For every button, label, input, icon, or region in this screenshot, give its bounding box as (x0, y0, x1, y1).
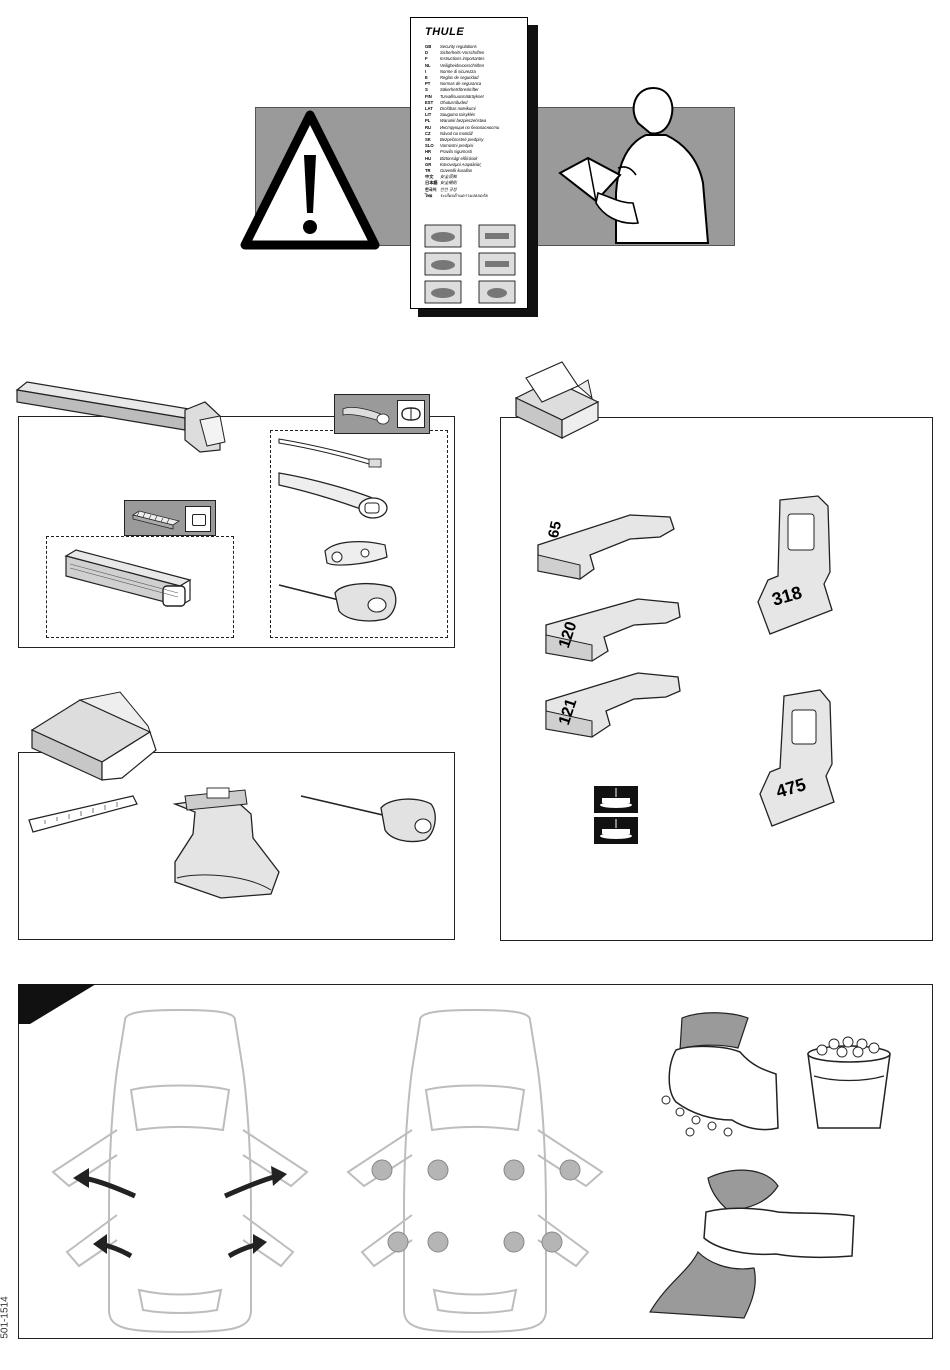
bucket-icon (807, 1036, 891, 1129)
language-row: 日本語安全規則 (425, 180, 457, 186)
kit-panel (500, 417, 933, 941)
booklet-brand: THULE (425, 26, 465, 38)
kit-box-illustration (514, 361, 600, 439)
foot-pack-parts-illustration (28, 787, 436, 899)
car-doors-open-illustration (51, 1008, 309, 1334)
car-mounting-points-illustration (346, 1008, 604, 1334)
foot-pack-box-illustration (30, 691, 157, 781)
square-bar-thumb (132, 510, 180, 530)
aero-bar-badge (334, 394, 430, 434)
booklet-thumbnails (424, 224, 516, 304)
adapter-pads-illustration (537, 514, 681, 738)
square-bar-illustration (64, 549, 192, 608)
language-row: 中文安全须知 (425, 174, 457, 180)
aero-bar-parts-illustration (278, 438, 397, 622)
document-number: 501-1514 (0, 1296, 11, 1339)
sticker-labels-illustration (594, 786, 638, 844)
cleaning-hands-illustration (661, 1012, 779, 1137)
aero-profile-icon (397, 400, 425, 428)
preparation-panel (18, 984, 933, 1339)
square-profile-icon (185, 506, 211, 532)
language-row: ไทยระเบียบด้านความปลอดภัย (425, 192, 488, 198)
clips-illustration (757, 495, 835, 827)
reading-person-illustration (558, 86, 710, 244)
square-bar-badge (124, 500, 216, 536)
adapter-number-65: 65 (545, 519, 566, 540)
bar-box-illustration (15, 381, 226, 453)
step-corner-marker (18, 984, 96, 1024)
aero-bar-thumb (342, 407, 390, 425)
drying-cloth-illustration (648, 1169, 855, 1319)
square-bar-group (46, 536, 234, 638)
warning-triangle-icon (240, 110, 380, 250)
